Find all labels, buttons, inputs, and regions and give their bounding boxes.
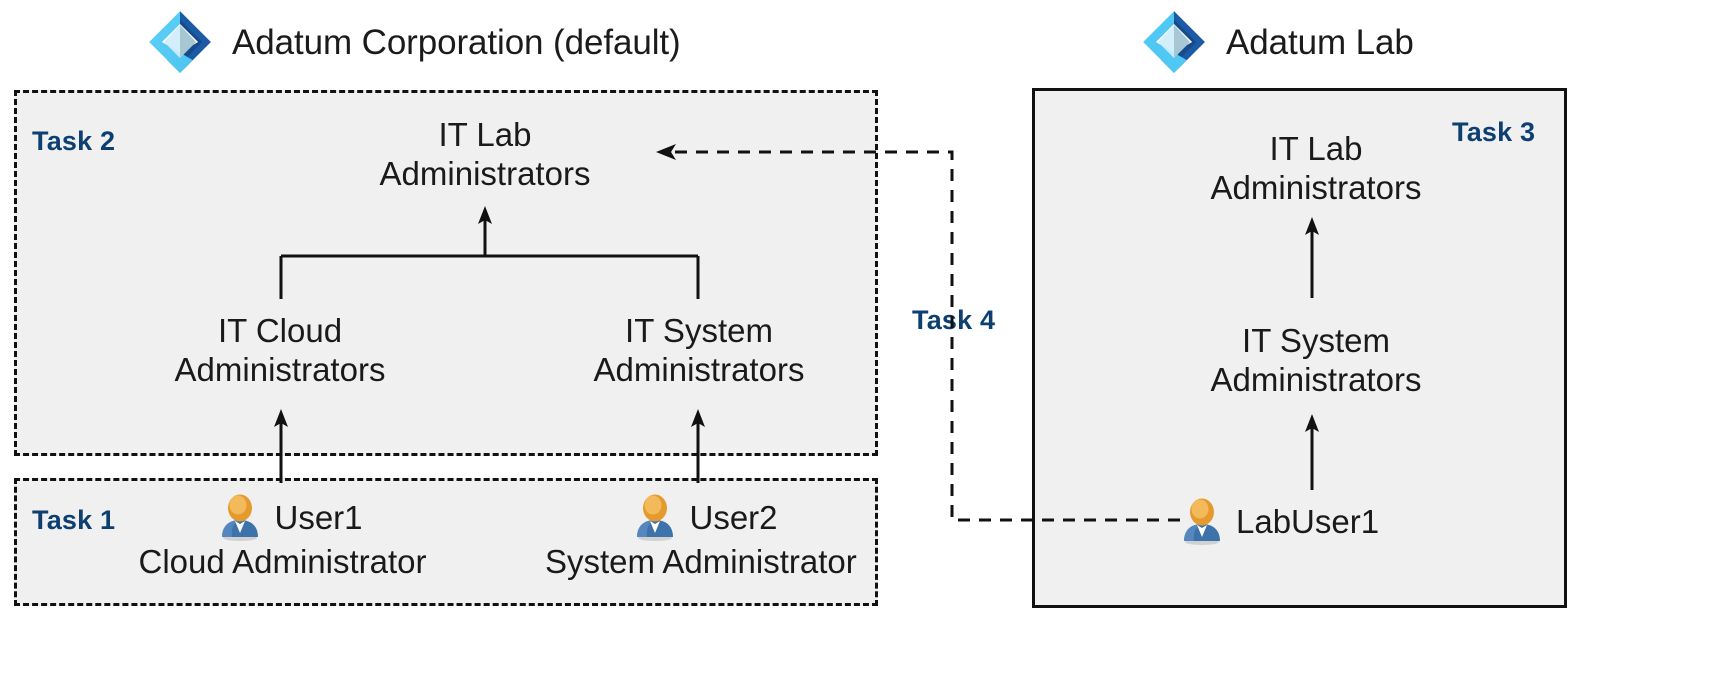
group-line1: IT Lab	[438, 116, 532, 153]
azure-ad-logo-icon	[149, 11, 211, 73]
task1-label: Task 1	[32, 505, 116, 535]
group-line2: Administrators	[379, 154, 591, 192]
group-line1: IT System	[1242, 322, 1390, 359]
user-card-labuser1: LabUser1	[1178, 497, 1379, 545]
group-it-system-administrators-source: IT System Administrators	[549, 312, 849, 390]
user-name: User1	[274, 498, 363, 536]
user-name: User2	[689, 498, 778, 536]
group-it-lab-administrators-source: IT Lab Administrators	[335, 116, 635, 194]
task3-label: Task 3	[1452, 117, 1536, 147]
group-it-lab-administrators-lab: IT Lab Administrators	[1166, 130, 1466, 208]
user-role: Cloud Administrator	[138, 543, 427, 580]
group-line1: IT Lab	[1269, 130, 1363, 167]
user-name: LabUser1	[1236, 502, 1380, 540]
group-line1: IT System	[625, 312, 773, 349]
azure-ad-logo-icon	[1143, 11, 1205, 73]
group-line2: Administrators	[174, 350, 386, 388]
group-line2: Administrators	[1210, 168, 1422, 206]
user-icon	[637, 494, 674, 541]
tenant-header-adatum-corporation: Adatum Corporation (default)	[146, 8, 681, 76]
task4-label: Task 4	[912, 305, 996, 335]
user-card-user2: User2 System Administrator	[545, 493, 857, 582]
group-it-system-administrators-lab: IT System Administrators	[1166, 322, 1466, 400]
user-card-user1: User1 Cloud Administrator	[130, 493, 435, 582]
group-line1: IT Cloud	[217, 312, 343, 349]
group-it-cloud-administrators: IT Cloud Administrators	[130, 312, 430, 390]
group-line2: Administrators	[593, 350, 805, 388]
task2-label: Task 2	[32, 126, 116, 156]
user-role: System Administrator	[545, 543, 857, 580]
tenant-name-label: Adatum Lab	[1226, 22, 1414, 62]
user-icon	[1184, 498, 1220, 545]
tenant-header-adatum-lab: Adatum Lab	[1140, 8, 1414, 76]
tenant-name-label: Adatum Corporation (default)	[232, 22, 681, 62]
user-icon	[222, 494, 259, 541]
group-line2: Administrators	[1210, 360, 1422, 398]
